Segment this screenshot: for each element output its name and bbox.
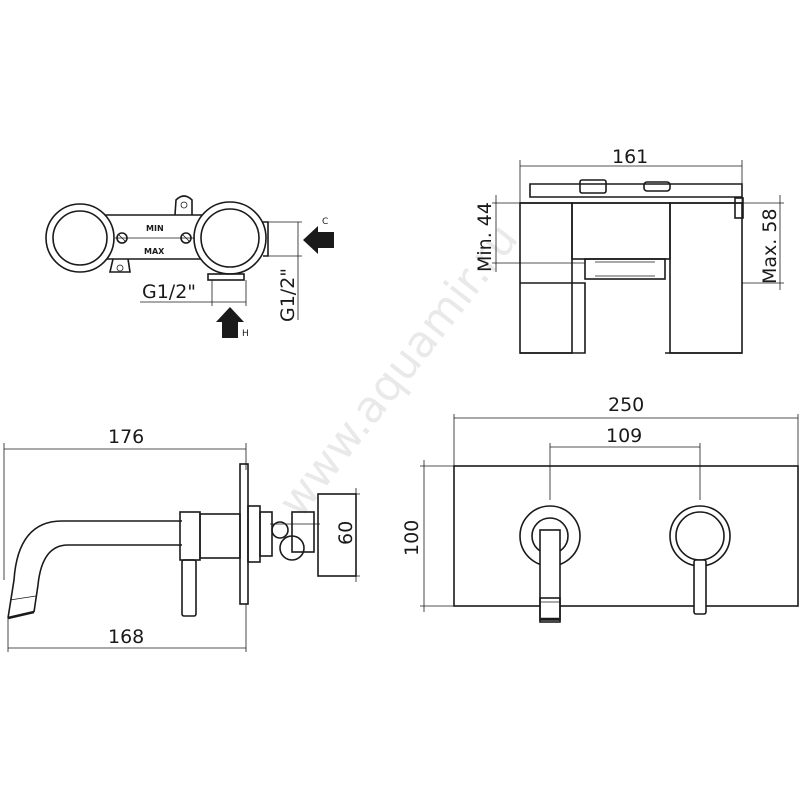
right-body-outer	[193, 201, 267, 275]
spout-lower	[33, 544, 182, 613]
plate-width-label: 250	[608, 394, 644, 416]
arrow-c-label: C	[322, 217, 328, 227]
spout-front	[539, 529, 561, 623]
right-body-inner	[200, 208, 260, 268]
label-min: MIN	[146, 224, 164, 233]
front-view: 250 109 100	[401, 394, 799, 623]
spout-reach-label: 168	[108, 626, 144, 648]
plate-height-label: 100	[401, 520, 423, 556]
arrow-h-icon	[216, 307, 244, 338]
spout-length-label: 176	[108, 426, 144, 448]
adjust-screw-left	[116, 232, 128, 244]
body-height-label: 60	[335, 521, 357, 545]
arrow-c-icon	[303, 226, 334, 254]
arrow-h-label: H	[242, 329, 249, 339]
upper-tab	[174, 195, 193, 216]
inlet-right-label: G1/2"	[277, 268, 299, 322]
lower-tab	[108, 258, 131, 273]
inlet-left-label: G1/2"	[142, 281, 196, 303]
side-view: 176 60 168	[3, 426, 360, 652]
left-body-outer	[45, 203, 115, 273]
spout-upper	[7, 520, 182, 619]
left-body-inner	[52, 210, 108, 266]
adjust-screw-right	[180, 232, 192, 244]
label-max: MAX	[144, 247, 165, 256]
handle-rosette	[669, 505, 731, 567]
min-depth-label: Min. 44	[474, 202, 496, 272]
handle-lever	[693, 559, 707, 615]
cover-plate	[453, 465, 799, 607]
depth-width-label: 161	[612, 146, 648, 168]
depth-view: 161 Min. 44 Max. 58	[474, 146, 784, 354]
max-depth-label: Max. 58	[759, 208, 781, 284]
centers-label: 109	[606, 425, 642, 447]
top-view: MIN MAX G1/2" G1/2" C H	[45, 195, 334, 339]
